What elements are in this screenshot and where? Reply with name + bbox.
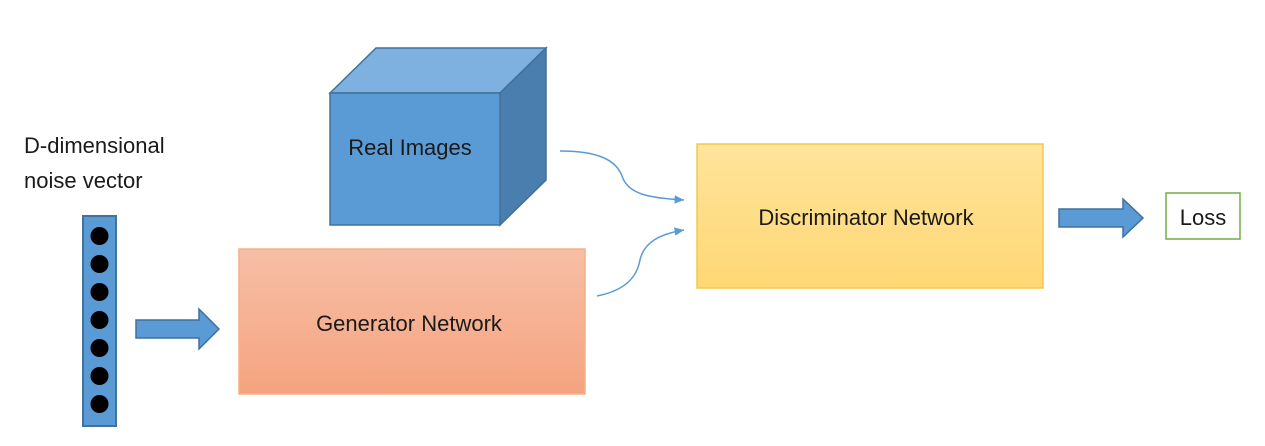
noise-node bbox=[90, 367, 109, 385]
loss: Loss bbox=[1165, 192, 1241, 240]
real-images-cube: Real Images bbox=[328, 46, 548, 227]
discriminator-network: Discriminator Network bbox=[696, 143, 1044, 289]
real-images-label: Real Images bbox=[348, 135, 472, 160]
noise-vector-label-line1: D-dimensional bbox=[24, 133, 165, 158]
discriminator-network-label: Discriminator Network bbox=[758, 205, 974, 230]
discriminator-to-loss-arrow bbox=[1058, 197, 1145, 239]
noise-node bbox=[90, 227, 109, 245]
loss-label: Loss bbox=[1180, 205, 1226, 230]
generator-network-box bbox=[238, 248, 586, 395]
noise-to-generator-arrow bbox=[135, 307, 221, 351]
generator-network-label: Generator Network bbox=[316, 311, 503, 336]
noise-node bbox=[90, 311, 109, 329]
noise-node bbox=[90, 395, 109, 413]
loss-box bbox=[1165, 192, 1241, 240]
noise-node bbox=[90, 283, 109, 301]
noise-node bbox=[90, 339, 109, 357]
generator-to-discriminator-connector bbox=[596, 227, 685, 297]
real-to-discriminator-connector bbox=[559, 150, 685, 204]
noise-vector bbox=[82, 215, 117, 427]
generator-network: Generator Network bbox=[238, 248, 586, 395]
noise-node bbox=[90, 255, 109, 273]
discriminator-network-box bbox=[696, 143, 1044, 289]
real-images-cube-front bbox=[329, 92, 501, 226]
noise-vector-nodes bbox=[90, 227, 109, 413]
noise-vector-label-line2: noise vector bbox=[24, 168, 143, 193]
